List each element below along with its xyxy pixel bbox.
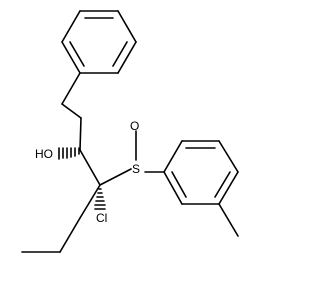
structure-canvas: HO O S Cl [21, 10, 239, 253]
carbon-sulfur-bond [99, 168, 132, 186]
sulfur-label: S [132, 162, 140, 176]
chlorine-label: Cl [96, 211, 107, 225]
hydroxyl-label: HO [35, 147, 53, 161]
chloro-hashed-bond [94, 188, 106, 210]
linker-chain [61, 72, 82, 151]
backbone-bond [79, 149, 101, 186]
molecule-drawing: HO O S Cl [21, 10, 239, 253]
tolyl-ring [144, 140, 239, 205]
benzene-ring [61, 10, 137, 74]
oxygen-label: O [130, 119, 139, 133]
hydroxyl-hashed-bond [58, 147, 80, 160]
methyl-bond [218, 203, 239, 237]
propyl-chain [21, 184, 101, 253]
